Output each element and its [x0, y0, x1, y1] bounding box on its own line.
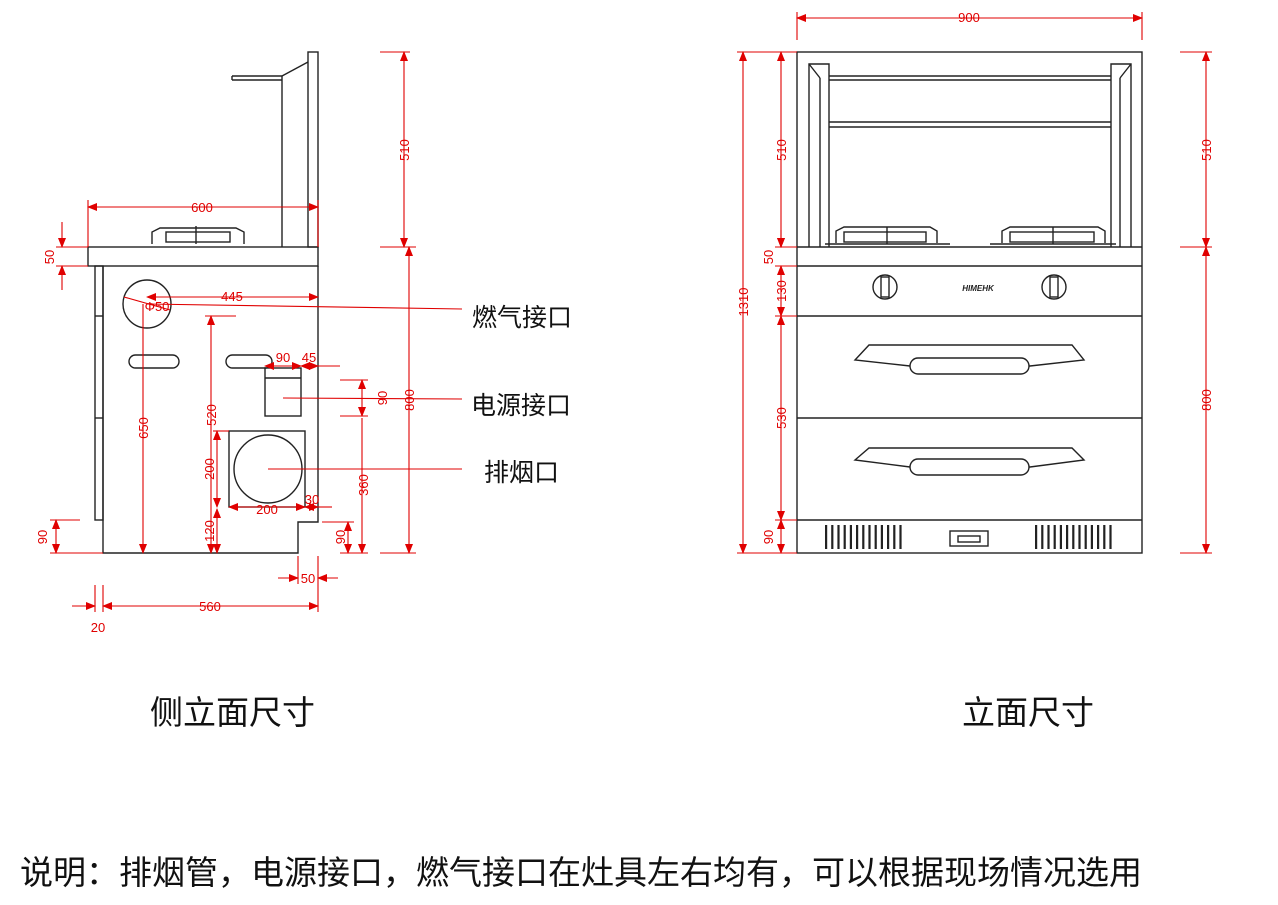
vent-slat	[1041, 525, 1044, 549]
vent-slat	[868, 525, 871, 549]
vent-slat	[1097, 525, 1100, 549]
callout-power-inlet: 电源接口	[471, 391, 572, 420]
dim-800-front: 800	[1199, 389, 1214, 411]
side-view-dimensions	[50, 51, 463, 612]
vent-slat	[1109, 525, 1112, 549]
vent-slat	[880, 525, 883, 549]
vent-slat	[1090, 525, 1093, 549]
vent-slat	[831, 525, 834, 549]
dim-90-socket-w: 90	[276, 350, 290, 365]
vent-slat	[893, 525, 896, 549]
dim-90-socket-h: 90	[375, 391, 390, 405]
dim-600-side: 600	[191, 200, 213, 215]
vent-slat	[1072, 525, 1075, 549]
callout-exhaust-outlet: 排烟口	[484, 458, 560, 487]
front-view-caption: 立面尺寸	[962, 693, 1094, 732]
dim-50-front: 50	[761, 250, 776, 264]
dim-200-horizontal: 200	[256, 502, 278, 517]
vent-slat	[856, 525, 859, 549]
dim-510-front-left: 510	[774, 139, 789, 161]
dim-650-side: 650	[136, 417, 151, 439]
vent-slat	[1066, 525, 1069, 549]
brand-logo: HIMEHK	[962, 284, 995, 293]
dim-200-vertical: 200	[202, 458, 217, 480]
dim-50-side: 50	[42, 250, 57, 264]
dim-45-socket: 45	[302, 350, 316, 365]
dim-120-side: 120	[202, 520, 217, 542]
vent-slat	[899, 525, 902, 549]
vent-slat	[1047, 525, 1050, 549]
vent-slat	[849, 525, 852, 549]
note-text: 说明：排烟管，电源接口，燃气接口在灶具左右均有，可以根据现场情况选用	[20, 853, 1142, 892]
vent-slat	[1035, 525, 1038, 549]
vent-slat	[1059, 525, 1062, 549]
dim-520-side: 520	[204, 404, 219, 426]
dim-510-side: 510	[397, 139, 412, 161]
vent-slat	[874, 525, 877, 549]
vent-left	[825, 525, 902, 549]
dim-20-side: 20	[91, 620, 105, 635]
dim-560-side: 560	[199, 599, 221, 614]
dim-1310-front: 1310	[736, 288, 751, 317]
dim-530-front: 530	[774, 407, 789, 429]
front-view-drawing	[796, 51, 1143, 554]
dim-90-right-bottom: 90	[333, 530, 348, 544]
dim-30-side: 30	[305, 492, 319, 507]
vent-right	[1035, 525, 1112, 549]
vent-slat	[1078, 525, 1081, 549]
dim-phi50-side: Φ50	[145, 299, 170, 314]
vent-slat	[1084, 525, 1087, 549]
dim-90-left-bottom: 90	[35, 530, 50, 544]
vent-slat	[825, 525, 828, 549]
side-view-dimension-labels: 510 600 50 445 Φ50 90 45 520 90 800 650 …	[35, 139, 417, 635]
vent-slat	[1053, 525, 1056, 549]
dim-510-front-right: 510	[1199, 139, 1214, 161]
vent-slat	[862, 525, 865, 549]
dim-90-front: 90	[761, 530, 776, 544]
dim-900-front: 900	[958, 10, 980, 25]
dim-445-side: 445	[221, 289, 243, 304]
dim-360-side: 360	[356, 474, 371, 496]
vent-slat	[843, 525, 846, 549]
side-view-caption: 侧立面尺寸	[150, 693, 315, 732]
dim-50-bottom: 50	[301, 571, 315, 586]
front-view-dimensions	[737, 12, 1212, 554]
dim-130-front: 130	[774, 280, 789, 302]
vent-slat	[887, 525, 890, 549]
front-view-dimension-labels: 900 510 50 130 1310 530 90 510 800	[736, 10, 1214, 544]
dim-800-side: 800	[402, 389, 417, 411]
callout-gas-inlet: 燃气接口	[472, 303, 573, 332]
vent-slat	[837, 525, 840, 549]
vent-slat	[1103, 525, 1106, 549]
